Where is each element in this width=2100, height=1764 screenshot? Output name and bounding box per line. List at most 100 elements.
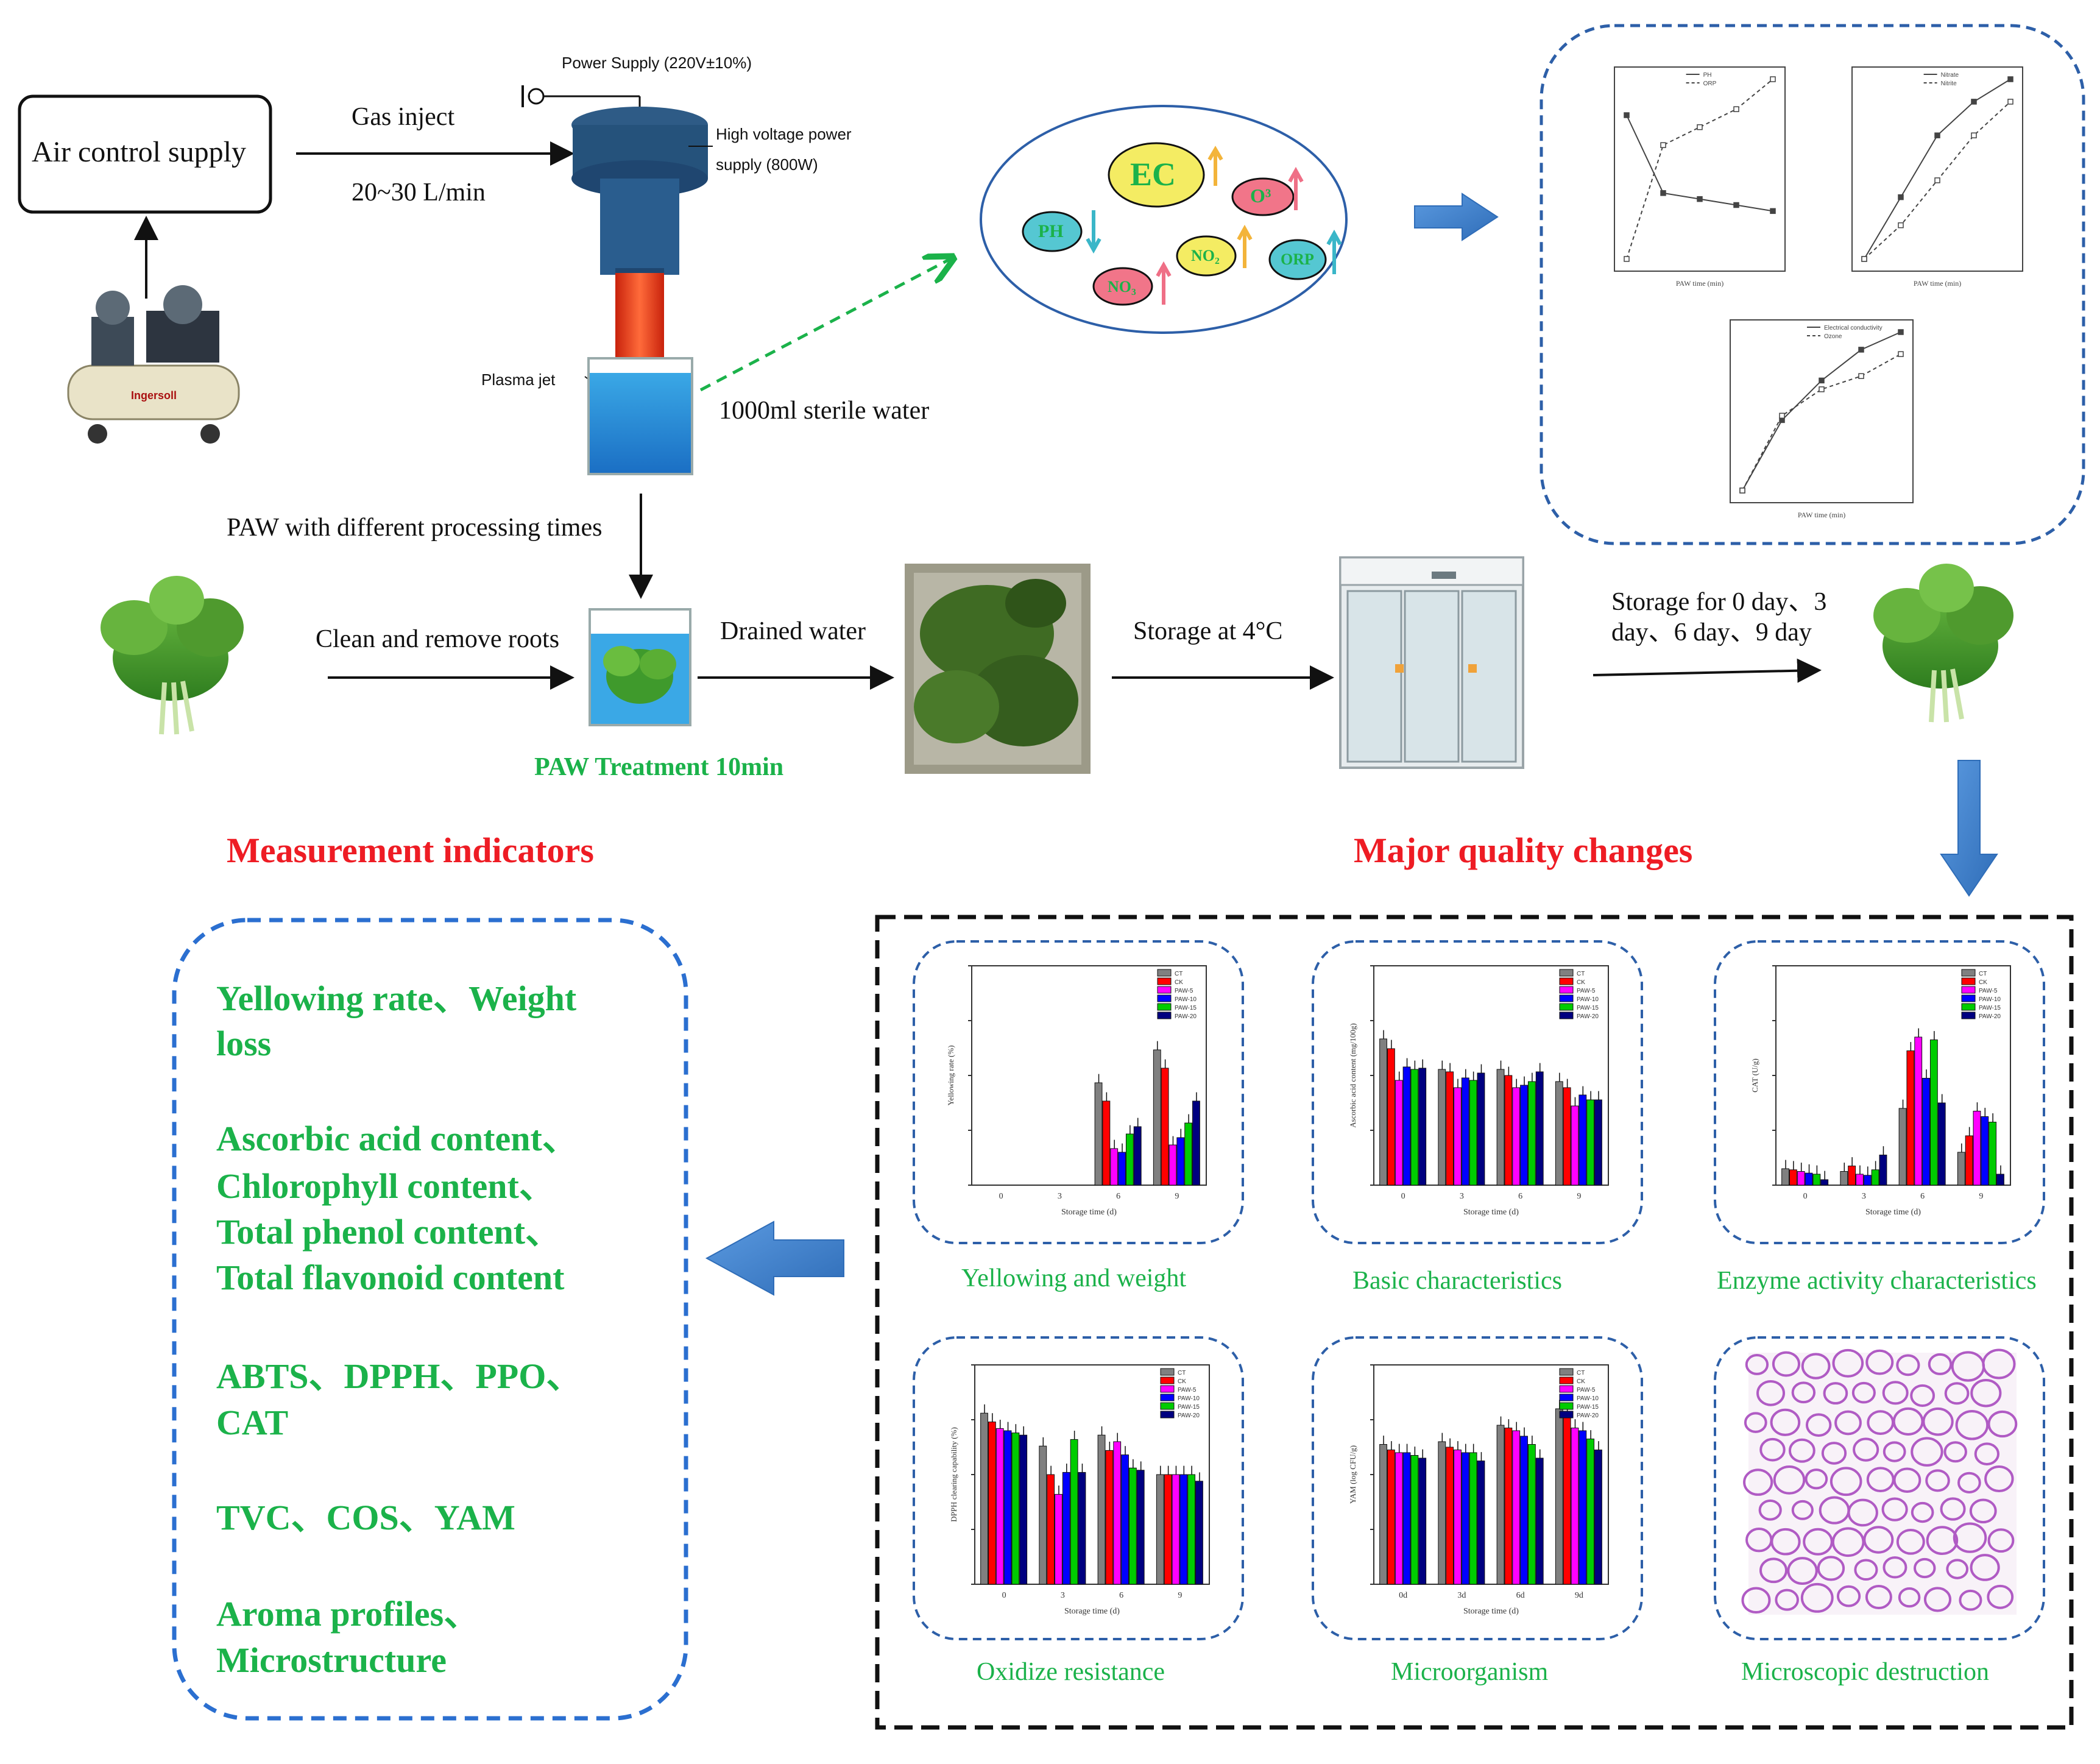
x-tick-label: 3: [1058, 1192, 1062, 1201]
bar: [980, 1412, 988, 1585]
legend-label: PAW-20: [1577, 1013, 1599, 1020]
indicator-line: Chlorophyll content、: [216, 1166, 554, 1206]
bar: [1192, 1100, 1200, 1186]
indicator-line: Microstructure: [216, 1640, 447, 1680]
legend-swatch: [1559, 1411, 1574, 1419]
legend-label: CT: [1175, 971, 1183, 977]
ec-label: EC: [1130, 156, 1176, 193]
bar: [1446, 1447, 1454, 1585]
x-tick-label: 6: [1116, 1192, 1120, 1201]
bar: [1418, 1068, 1427, 1186]
data-point: [1898, 194, 1904, 200]
chart-axes-frame: [1614, 66, 1786, 272]
legend-swatch: [1961, 994, 1976, 1002]
bar: [1586, 1099, 1595, 1186]
x-tick-label: 0: [999, 1192, 1003, 1201]
legend-label: Electrical conductivity: [1824, 325, 1883, 331]
left-arrow-to-indicators: [705, 1220, 844, 1296]
legend-swatch: [1559, 1402, 1574, 1410]
no3-up-arrow: [1156, 261, 1172, 305]
bar: [1094, 1082, 1103, 1186]
legend-label: CK: [1979, 979, 1987, 986]
data-point: [1971, 99, 1977, 105]
legend-swatch: [1160, 1394, 1175, 1401]
bar: [1179, 1474, 1188, 1585]
data-point: [1819, 377, 1825, 384]
cell-outline: [1775, 1589, 1799, 1611]
bar: [1387, 1048, 1395, 1186]
bar: [1797, 1171, 1805, 1186]
data-point: [1739, 487, 1745, 494]
properties-to-charts-arrow: [1414, 193, 1499, 241]
bar: [1461, 1452, 1469, 1585]
cell-outline: [1853, 1437, 1879, 1462]
bar: [1594, 1450, 1602, 1585]
indicator-line: Yellowing rate、Weight: [216, 979, 577, 1018]
cell-outline: [1898, 1587, 1921, 1608]
data-point: [1770, 208, 1776, 214]
bar: [1176, 1137, 1185, 1186]
legend-swatch: [1559, 1011, 1574, 1019]
indicator-line: ABTS、DPPH、PPO、: [216, 1356, 582, 1396]
data-point: [2007, 76, 2013, 82]
micrograph-image: [1741, 1348, 2018, 1615]
legend-label: PAW-10: [1577, 1395, 1599, 1402]
bar: [1496, 1069, 1505, 1186]
legend-label: PAW-5: [1577, 988, 1596, 994]
panel-caption-basic: Basic characteristics: [1352, 1267, 1562, 1295]
legend-label: Nitrite: [1941, 80, 1957, 87]
air-supply-box: [18, 94, 272, 214]
x-tick-label: 0: [1803, 1192, 1808, 1201]
bar: [1003, 1430, 1012, 1585]
indicators-box: [172, 918, 688, 1721]
air-supply-label: Air control supply: [32, 136, 246, 168]
bar: [1402, 1452, 1411, 1585]
panel-caption-microorganism: Microorganism: [1391, 1658, 1549, 1686]
bar: [1469, 1452, 1477, 1585]
bar: [1062, 1472, 1070, 1585]
cell-outline: [1865, 1584, 1892, 1610]
bar: [1172, 1474, 1180, 1585]
indicator-line: Aroma profiles、: [216, 1594, 479, 1634]
bar: [1520, 1436, 1528, 1585]
x-axis-label: PAW time (min): [1676, 279, 1723, 288]
storage-days-label-1: Storage for 0 day、3: [1611, 588, 1827, 616]
legend-swatch: [1961, 969, 1976, 977]
y-axis-label: Ascorbic acid content (mg/100g): [1348, 1023, 1357, 1127]
bar: [1527, 1081, 1536, 1186]
bar: [1156, 1474, 1164, 1585]
bar: [1125, 1133, 1134, 1186]
x-tick-label: 3: [1061, 1591, 1065, 1600]
x-axis-label: PAW time (min): [1914, 279, 1961, 288]
legend-label: PAW-20: [1577, 1412, 1599, 1419]
data-point: [1858, 347, 1864, 353]
data-point: [1858, 373, 1864, 379]
cell-outline: [1745, 1354, 1769, 1375]
bar: [1957, 1152, 1965, 1186]
cell-outline: [1836, 1585, 1861, 1607]
data-point: [1934, 132, 1940, 138]
bar: [1579, 1094, 1587, 1186]
water-beaker: [587, 357, 693, 475]
bar: [1922, 1078, 1930, 1186]
x-tick-label: 3: [1460, 1192, 1464, 1201]
cell-outline: [1772, 1351, 1801, 1377]
x-tick-label: 6: [1119, 1591, 1123, 1600]
svg-text:Ingersoll: Ingersoll: [131, 389, 177, 402]
y-axis-label: YAM (log CFU/g): [1348, 1445, 1357, 1504]
bar: [1906, 1050, 1915, 1186]
bar: [1586, 1439, 1595, 1585]
bar: [1594, 1099, 1602, 1186]
x-tick-label: 3d: [1457, 1591, 1466, 1600]
bar: [1168, 1144, 1177, 1186]
x-axis-label: Storage time (d): [1865, 1208, 1921, 1217]
bar: [1563, 1411, 1571, 1585]
plasma-reactor: [521, 85, 713, 391]
cell-outline: [1883, 1441, 1906, 1462]
bar: [1571, 1105, 1579, 1186]
legend-swatch: [1160, 1385, 1175, 1393]
cell-outline: [1830, 1467, 1862, 1497]
o3-up-arrow: [1288, 166, 1304, 210]
